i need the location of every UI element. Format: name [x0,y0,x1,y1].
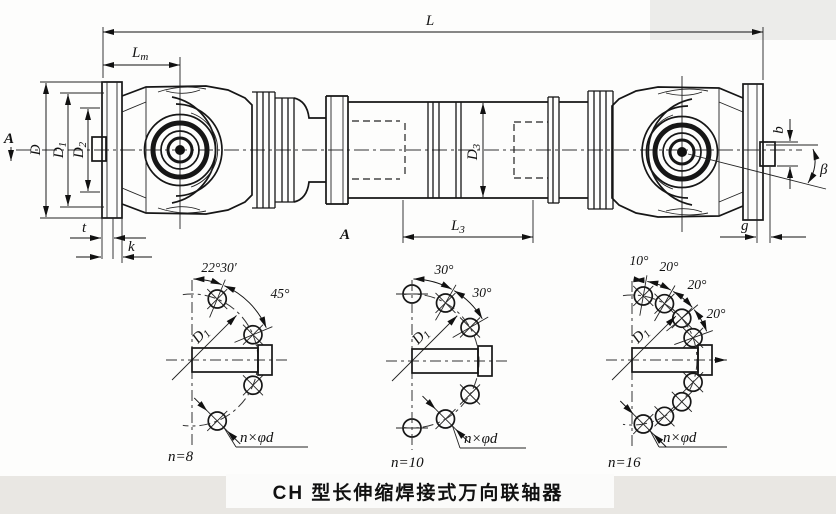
dim-L3-group: L3 A [339,200,534,243]
angle-label: 30° [434,262,455,277]
hub-n8 [191,344,273,376]
dim-D2: D2 [71,141,89,159]
section-marker-A: A [3,131,14,161]
angle-label: 20° [707,306,727,321]
dim-L: L [425,13,434,29]
angle-label: 30° [472,285,493,300]
hub-n10 [411,345,493,377]
dim-g: g [741,218,749,234]
angle-label: 20° [688,277,708,292]
bolt-diagram-n10: 30° 30° D1 n×φd n=10 [386,262,526,471]
dim-D3: D3 [465,143,483,161]
dim-D: D [28,144,44,156]
right-flange [742,83,776,221]
dim-t: t [82,220,87,236]
holes-callout: n×φd [464,431,498,447]
view-label-A: A [339,227,350,243]
assembly-drawing: L Lm [3,13,828,263]
dim-k: k [128,239,135,255]
angle-label: 22°30′ [201,260,237,275]
dim-b: b [771,126,787,134]
hole-count-label: n=8 [168,449,194,465]
dim-beta: β [819,162,828,178]
hole-count-label: n=10 [391,455,424,471]
angle-label: 20° [660,259,680,274]
beta-angle: β [687,144,828,190]
hub-n16 [631,344,726,376]
angle-label: 45° [271,286,291,301]
right-bearing-center [677,147,687,157]
figure-caption: CH 型长伸缩焊接式万向联轴器 [273,481,564,504]
dim-L3: L3 [450,218,465,236]
holes-callout: n×φd [240,430,274,446]
dim-D-group: D D1 D2 [28,81,104,219]
bolt-diagram-n8: 22°30′ 45° D1 n×φd n=8 [166,260,308,465]
holes-callout: n×φd [663,430,697,446]
hole-count-label: n=16 [608,455,641,471]
dim-t-k-group: t k [70,218,152,263]
left-bearing-center [175,145,185,155]
angle-label: 10° [630,253,650,268]
dim-D1: D1 [51,142,69,159]
bolt-diagram-n16: 10° 20° 20° 20° D1 n×φd n=16 [606,253,728,471]
right-yoke [611,86,744,218]
dim-D3-group: D3 [465,103,486,197]
left-flange [91,81,123,219]
left-yoke [121,85,253,215]
section-label-A: A [3,131,14,147]
telescopic-shaft [252,90,614,210]
dim-b-group: b [768,119,798,189]
dim-g-group: g [720,167,806,243]
dim-Lm: Lm [131,45,148,63]
